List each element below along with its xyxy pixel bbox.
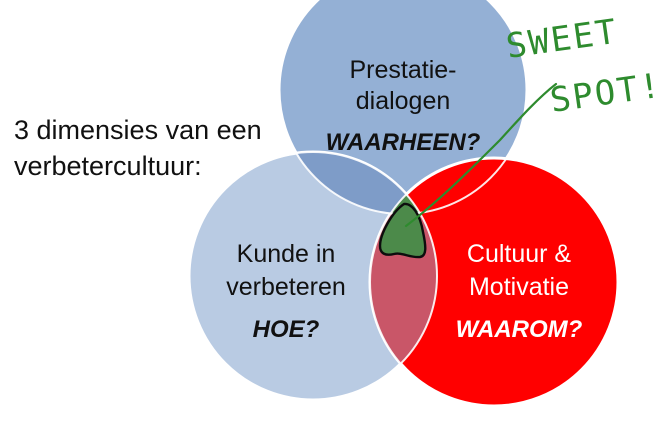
annotation-pointer-line bbox=[404, 82, 558, 228]
right-circle-label: Cultuur & Motivatie WAAROM? bbox=[456, 240, 583, 343]
caption-line2: verbetercultuur: bbox=[14, 151, 202, 181]
right-circle-question: WAAROM? bbox=[456, 316, 583, 343]
diagram-caption: 3 dimensies van een verbetercultuur: bbox=[14, 112, 262, 184]
top-circle-label: Prestatie- dialogen WAARHEEN? bbox=[326, 56, 481, 156]
top-circle-title-line2: dialogen bbox=[356, 87, 451, 115]
right-circle-title-line2: Motivatie bbox=[469, 273, 569, 301]
sweet-spot-annotation: SWEET SPOT! bbox=[504, 12, 665, 121]
left-circle-question: HOE? bbox=[253, 316, 320, 343]
annotation-line1: SWEET bbox=[504, 12, 621, 67]
left-circle-title-line2: verbeteren bbox=[226, 273, 346, 301]
top-circle-title-line1: Prestatie- bbox=[350, 56, 457, 84]
top-circle-question: WAARHEEN? bbox=[326, 129, 481, 156]
left-circle-title-line1: Kunde in bbox=[237, 240, 336, 268]
right-circle-title-line1: Cultuur & bbox=[467, 240, 572, 268]
annotation-line2: SPOT! bbox=[548, 66, 665, 121]
left-circle-label: Kunde in verbeteren HOE? bbox=[226, 240, 346, 343]
caption-line1: 3 dimensies van een bbox=[14, 115, 262, 145]
sweet-spot-outline bbox=[378, 202, 427, 259]
